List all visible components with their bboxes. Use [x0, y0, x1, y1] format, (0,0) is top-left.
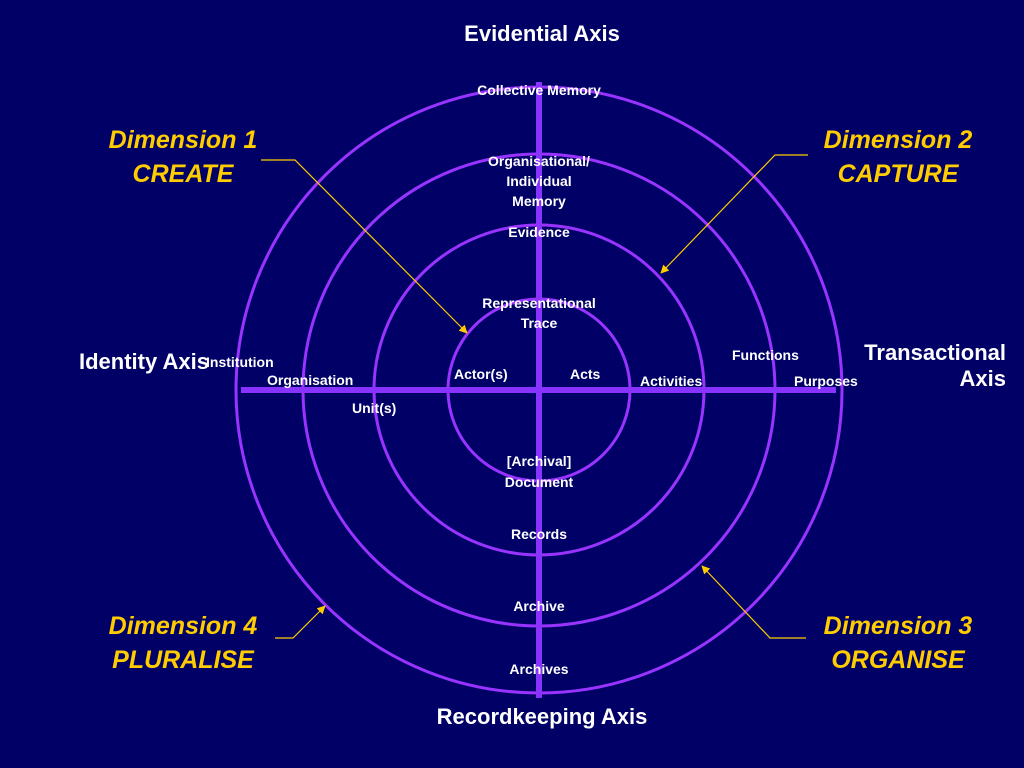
label-organisational-memory-line3: Memory: [512, 193, 566, 209]
dimension-3-callout: Dimension 3 ORGANISE: [798, 609, 998, 677]
transactional-axis-title: Transactional Axis: [830, 340, 1006, 393]
label-records: Records: [510, 526, 568, 542]
label-archives: Archives: [509, 661, 569, 677]
dimension-1-leader: [261, 159, 468, 334]
label-archive: Archive: [513, 598, 565, 614]
transactional-axis-title-line1: Transactional: [864, 340, 1006, 365]
label-organisational-memory-line2: Individual: [506, 173, 572, 189]
label-activities: Activities: [640, 373, 703, 389]
dimension-1-title: Dimension 1: [108, 126, 258, 154]
label-archival-document-line2: Document: [504, 474, 574, 490]
label-archival-document: [Archival] Document: [439, 451, 639, 493]
dimension-4-callout: Dimension 4 PLURALISE: [83, 609, 283, 677]
dimension-3-action: ORGANISE: [831, 646, 965, 674]
label-organisation: Organisation: [267, 372, 354, 388]
dimension-3-title: Dimension 3: [823, 612, 973, 640]
dimension-2-action: CAPTURE: [837, 160, 959, 188]
transactional-axis-title-line2: Axis: [959, 366, 1006, 392]
label-organisational-memory: Organisational/ Individual Memory: [439, 151, 639, 211]
label-acts: Acts: [570, 366, 601, 382]
dimension-2-title: Dimension 2: [823, 126, 973, 154]
recordkeeping-axis-title: Recordkeeping Axis: [436, 704, 648, 729]
label-representational-trace-line2: Trace: [520, 315, 558, 331]
label-units: Unit(s): [352, 400, 397, 416]
dimension-2-leader: [660, 154, 808, 274]
label-representational-trace-line1: Representational: [482, 295, 596, 311]
dimension-1-action: CREATE: [132, 160, 234, 188]
dimension-3-leader: [701, 565, 806, 639]
label-functions: Functions: [732, 347, 799, 363]
label-organisational-memory-line1: Organisational/: [488, 153, 590, 169]
label-actors: Actor(s): [454, 366, 508, 382]
label-archival-document-line1: [Archival]: [506, 453, 572, 469]
evidential-axis-title: Evidential Axis: [464, 21, 620, 46]
label-representational-trace: Representational Trace: [439, 293, 639, 333]
label-institution: Institution: [206, 354, 274, 370]
dimension-2-callout: Dimension 2 CAPTURE: [798, 123, 998, 191]
label-collective-memory: Collective Memory: [477, 82, 601, 98]
dimension-4-leader: [275, 605, 326, 639]
dimension-4-action: PLURALISE: [112, 646, 254, 674]
dimension-1-callout: Dimension 1 CREATE: [83, 123, 283, 191]
identity-axis-title: Identity Axis: [79, 349, 209, 374]
dimension-4-title: Dimension 4: [108, 612, 258, 640]
label-purposes: Purposes: [794, 373, 858, 389]
label-evidence: Evidence: [508, 224, 570, 240]
